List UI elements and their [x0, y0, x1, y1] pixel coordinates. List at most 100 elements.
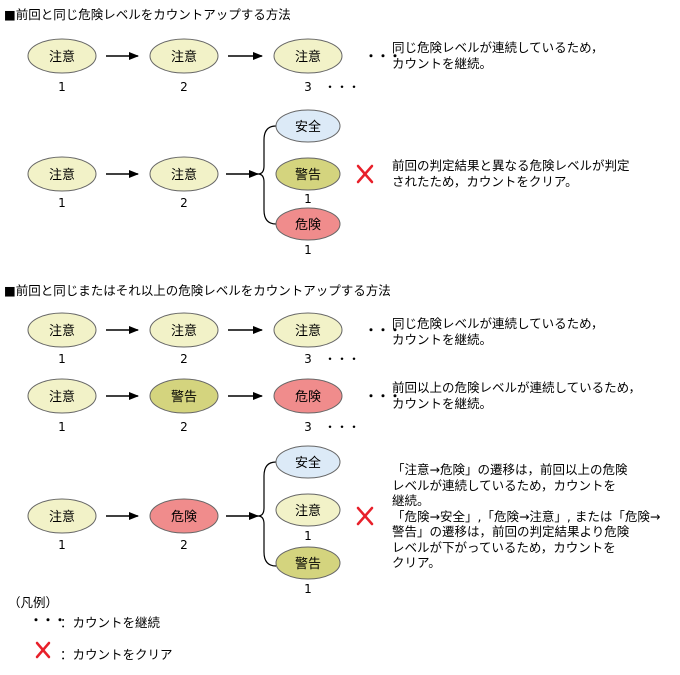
count-label: 2 [180, 80, 188, 94]
state-label: 危険 [295, 390, 321, 405]
s1r2-branch-safe: 安全 [275, 109, 341, 143]
state-ellipse [275, 546, 341, 580]
legend-title: （凡例） [8, 595, 59, 610]
count-label: 1 [58, 196, 66, 210]
section2-row2-description: 前回以上の危険レベルが連続しているため， カウントを継続。 [392, 380, 642, 411]
count-label: 1 [304, 529, 312, 543]
state-label: 注意 [295, 49, 321, 65]
state-label: 警告 [295, 167, 321, 183]
state-label: 警告 [171, 389, 197, 405]
state-ellipse [27, 38, 97, 74]
s2-row1: 注意 1 注意 2 注意 3 ・・・ ・・・ [27, 312, 401, 366]
state-label: 注意 [171, 323, 197, 339]
state-label: 安全 [295, 455, 321, 471]
state-label: 危険 [295, 218, 321, 233]
section1-row1-description: 同じ危険レベルが連続しているため， カウントを継続。 [392, 40, 604, 71]
legend-continue-symbol: ・・・ [30, 613, 66, 627]
s2-row3: 注意 1 危険 2 安全 注意 1 警告 1 [27, 445, 374, 596]
count-label: 2 [180, 196, 188, 210]
legend-continue-label: ：カウントを継続 [60, 615, 161, 630]
section1-heading: ■前回と同じ危険レベルをカウントアップする方法 [4, 7, 291, 22]
state-ellipse [149, 156, 219, 192]
s2r1-node-3: 注意 3 [273, 312, 343, 366]
s2r3-branch-warning: 警告 1 [275, 546, 341, 596]
state-ellipse [273, 312, 343, 348]
state-ellipse [275, 109, 341, 143]
state-ellipse [149, 312, 219, 348]
count-label: 1 [58, 352, 66, 366]
state-label: 危険 [171, 510, 197, 525]
state-label: 注意 [49, 389, 75, 405]
state-label: 警告 [295, 556, 321, 572]
branch-brace [257, 125, 277, 225]
count-label: 1 [58, 80, 66, 94]
s2r2-node-1: 注意 1 [27, 378, 97, 434]
s1r2-branch-danger: 危険 1 [275, 207, 341, 257]
state-ellipse [27, 498, 97, 534]
clear-mark-icon [35, 641, 51, 659]
s1r2-node-1: 注意 1 [27, 156, 97, 210]
state-ellipse [275, 445, 341, 479]
state-ellipse [149, 378, 219, 414]
state-label: 注意 [49, 49, 75, 65]
state-label: 注意 [171, 167, 197, 183]
legend-clear-label: ：カウントをクリア [60, 647, 173, 662]
state-ellipse [275, 493, 341, 527]
state-label: 注意 [295, 323, 321, 339]
state-label: 注意 [49, 323, 75, 339]
continue-dots: ・・・ [365, 323, 401, 337]
count-label: 2 [180, 420, 188, 434]
state-ellipse [27, 378, 97, 414]
s2r3-node-2: 危険 2 [149, 498, 219, 552]
clear-mark-icon [356, 164, 374, 184]
s2r1-node-1: 注意 1 [27, 312, 97, 366]
state-ellipse [275, 157, 341, 191]
state-ellipse [27, 312, 97, 348]
branch-brace [257, 461, 277, 567]
count-label: 3 [304, 352, 312, 366]
s1r2-branch-warning: 警告 1 [275, 157, 341, 206]
section1-row2-description: 前回の判定結果と異なる危険レベルが判定 されたため，カウントをクリア。 [392, 158, 630, 189]
s2-row2: 注意 1 警告 2 危険 3 ・・・ ・・・ [27, 378, 401, 434]
count-label: 3 [304, 80, 312, 94]
state-ellipse [275, 207, 341, 241]
count-label: 2 [180, 352, 188, 366]
s1r1-node-2: 注意 2 [149, 38, 219, 94]
legend: ・・・ [30, 613, 66, 659]
continue-dots: ・・・ [324, 352, 360, 366]
state-ellipse [149, 38, 219, 74]
s2r3-node-1: 注意 1 [27, 498, 97, 552]
state-ellipse [27, 156, 97, 192]
continue-dots: ・・・ [365, 389, 401, 403]
count-label: 2 [180, 538, 188, 552]
state-label: 注意 [295, 503, 321, 519]
section2-heading: ■前回と同じまたはそれ以上の危険レベルをカウントアップする方法 [4, 283, 391, 298]
s1-row2: 注意 1 注意 2 安全 警告 1 危険 1 [27, 109, 374, 257]
count-label: 1 [304, 582, 312, 596]
s1r2-node-2: 注意 2 [149, 156, 219, 210]
s2r1-node-2: 注意 2 [149, 312, 219, 366]
state-ellipse [273, 38, 343, 74]
continue-dots: ・・・ [324, 420, 360, 434]
count-label: 1 [304, 192, 312, 206]
s1-row1: 注意 1 注意 2 注意 3 ・・・ ・・・ [27, 38, 401, 94]
s1r1-node-3: 注意 3 [273, 38, 343, 94]
s2r2-node-2: 警告 2 [149, 378, 219, 434]
count-label: 1 [58, 420, 66, 434]
s2r3-branch-caution: 注意 1 [275, 493, 341, 543]
count-label: 1 [304, 243, 312, 257]
count-label: 1 [58, 538, 66, 552]
state-label: 注意 [171, 49, 197, 65]
section2-row1-description: 同じ危険レベルが連続しているため， カウントを継続。 [392, 316, 604, 347]
count-label: 3 [304, 420, 312, 434]
state-label: 安全 [295, 119, 321, 135]
state-label: 注意 [49, 167, 75, 183]
s2r2-node-3: 危険 3 [273, 378, 343, 434]
continue-dots: ・・・ [365, 49, 401, 63]
s1r1-node-1: 注意 1 [27, 38, 97, 94]
state-ellipse [149, 498, 219, 534]
section2-row3-description: 「注意→危険」の遷移は，前回以上の危険 レベルが連続しているため，カウントを 継… [392, 462, 661, 570]
state-ellipse [273, 378, 343, 414]
continue-dots: ・・・ [324, 80, 360, 94]
